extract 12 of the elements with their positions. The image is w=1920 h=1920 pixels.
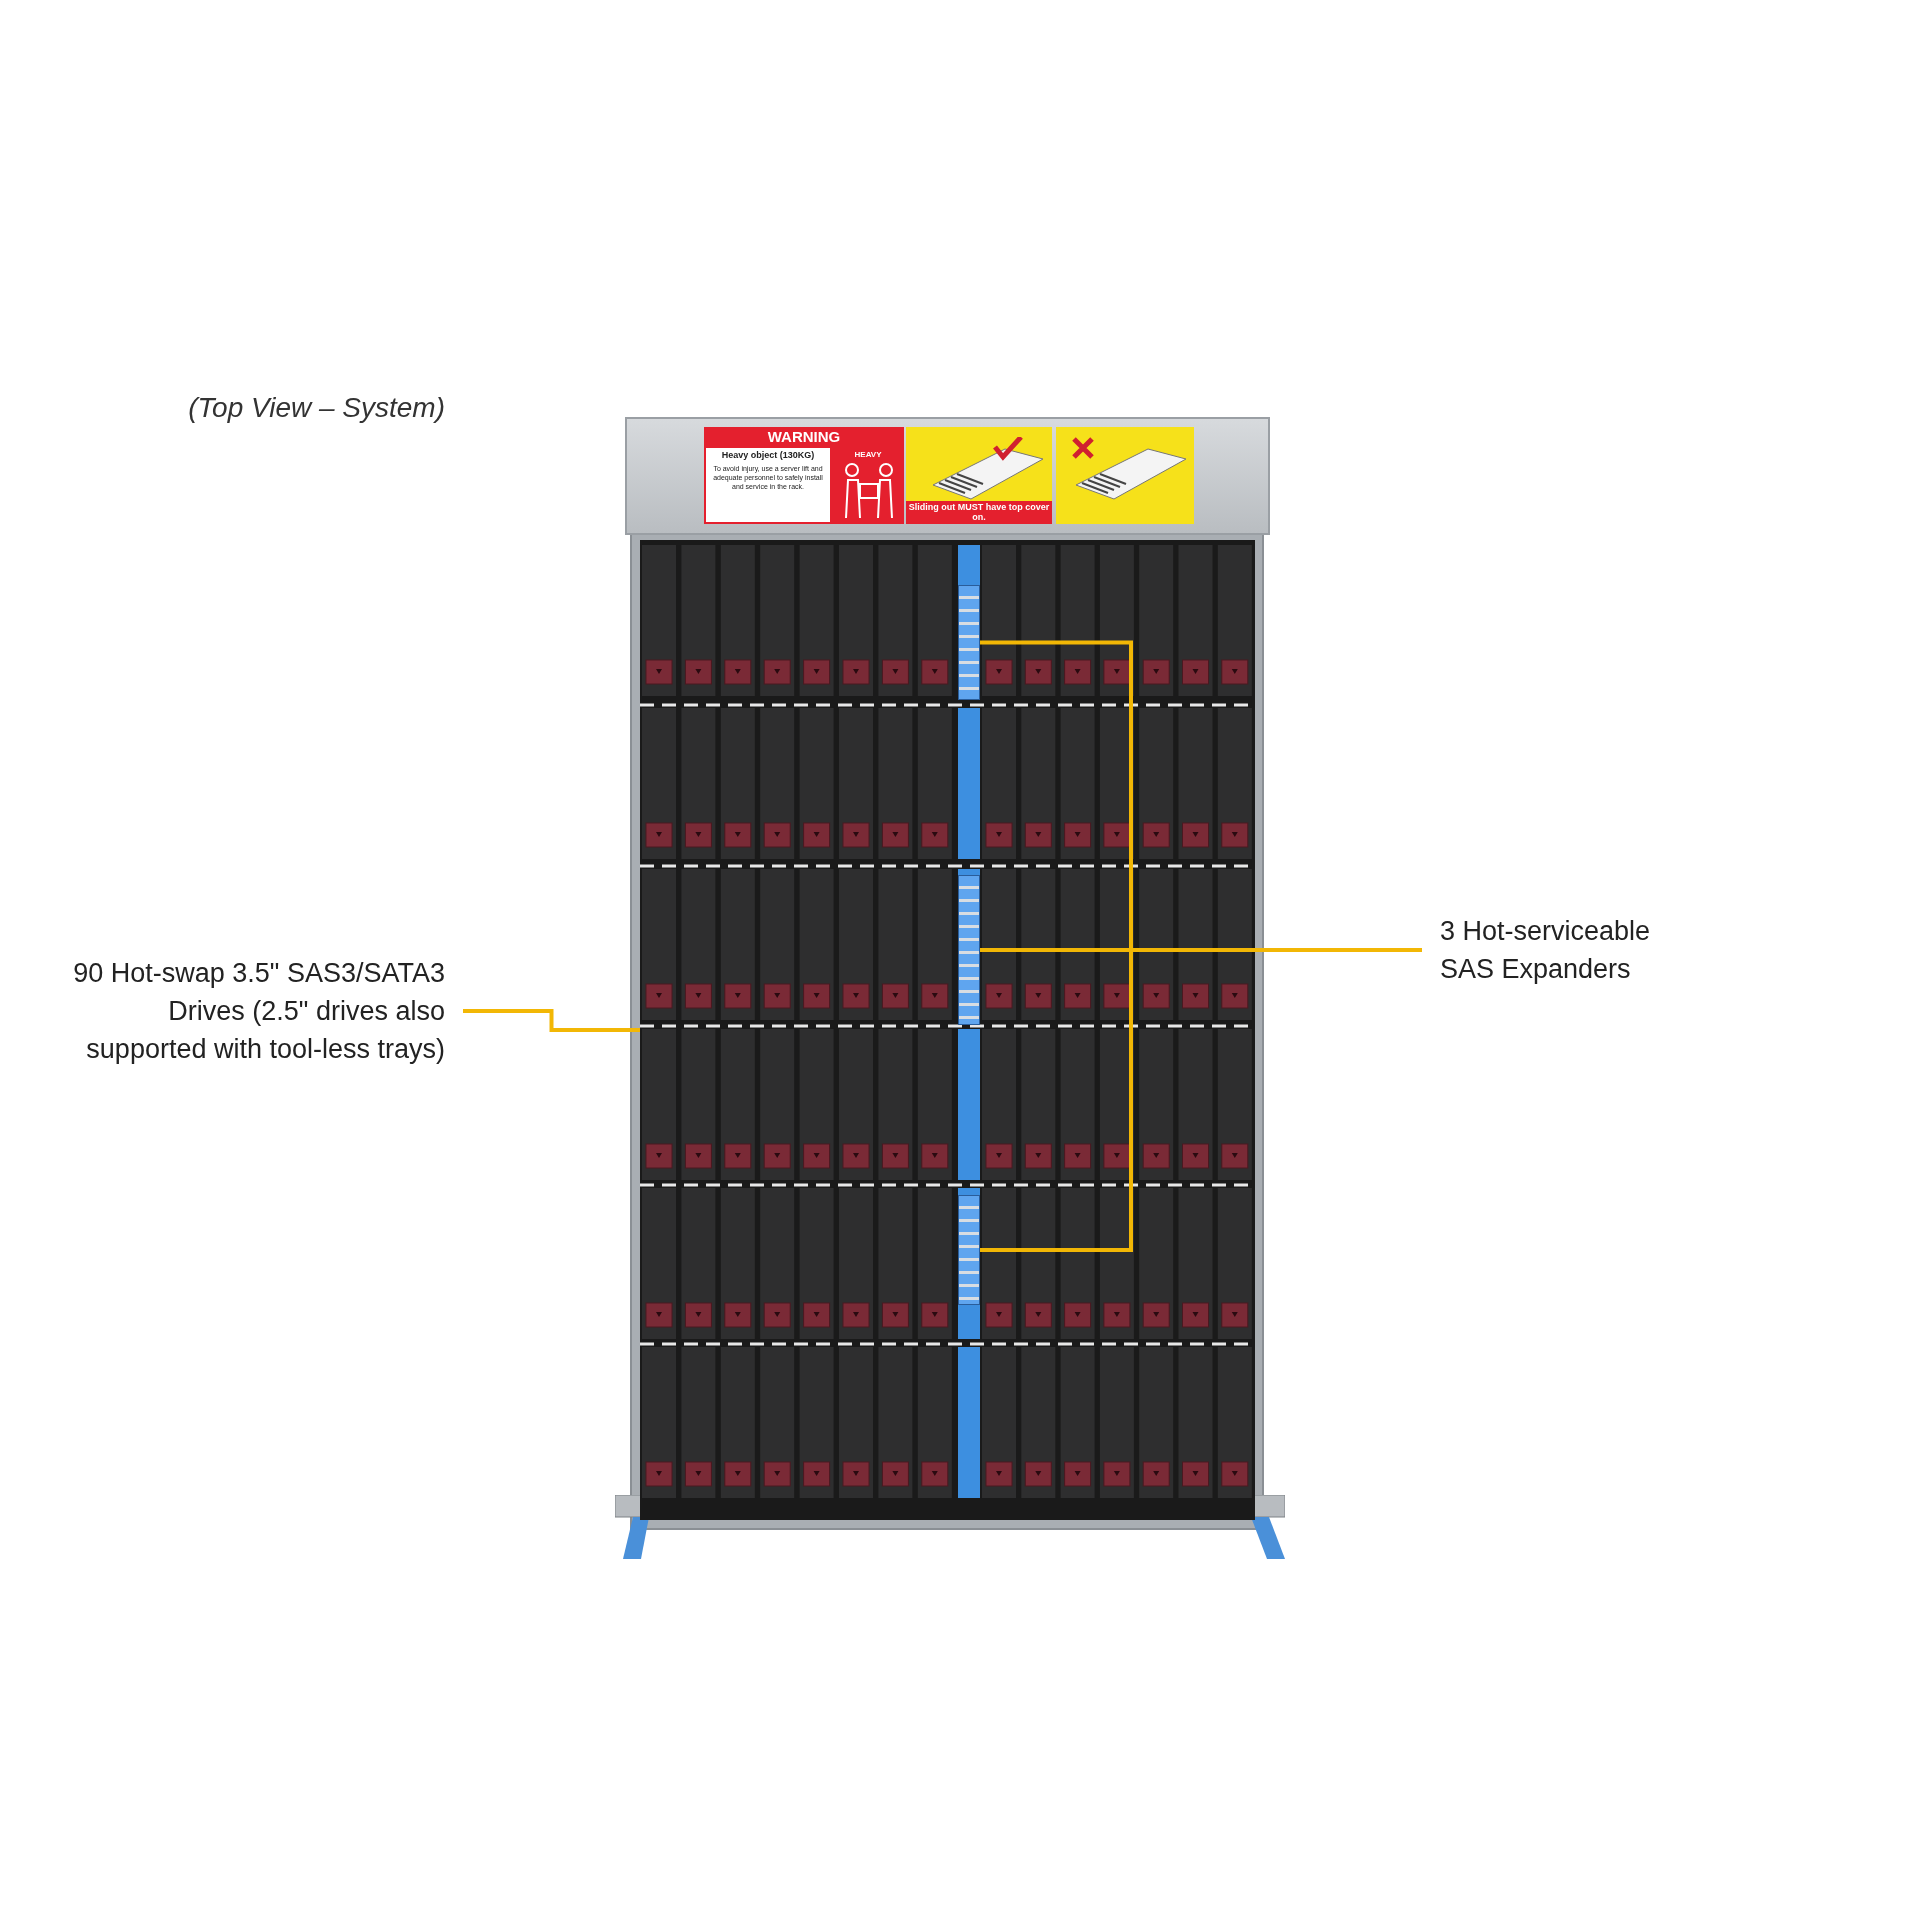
leader-line <box>463 1009 640 1032</box>
warning-subheading: Heavy object (130KG) <box>720 450 816 460</box>
callout-text: 3 Hot-serviceable SAS Expanders <box>1440 912 1710 988</box>
warning-text: HEAVY <box>853 450 883 459</box>
view-title: (Top View – System) <box>187 392 445 424</box>
drive-array-drawing <box>640 540 1255 1520</box>
warning-heading: WARNING <box>766 428 842 445</box>
sas-expander <box>958 1195 980 1305</box>
sas-expander <box>958 875 980 1025</box>
callout-text: 90 Hot-swap 3.5" SAS3/SATA3 Drives (2.5" drives also supported with tool-less trays) <box>55 954 445 1068</box>
sas-expander <box>958 585 980 700</box>
warning-text: Sliding out MUST have top cover on. <box>906 501 1052 524</box>
